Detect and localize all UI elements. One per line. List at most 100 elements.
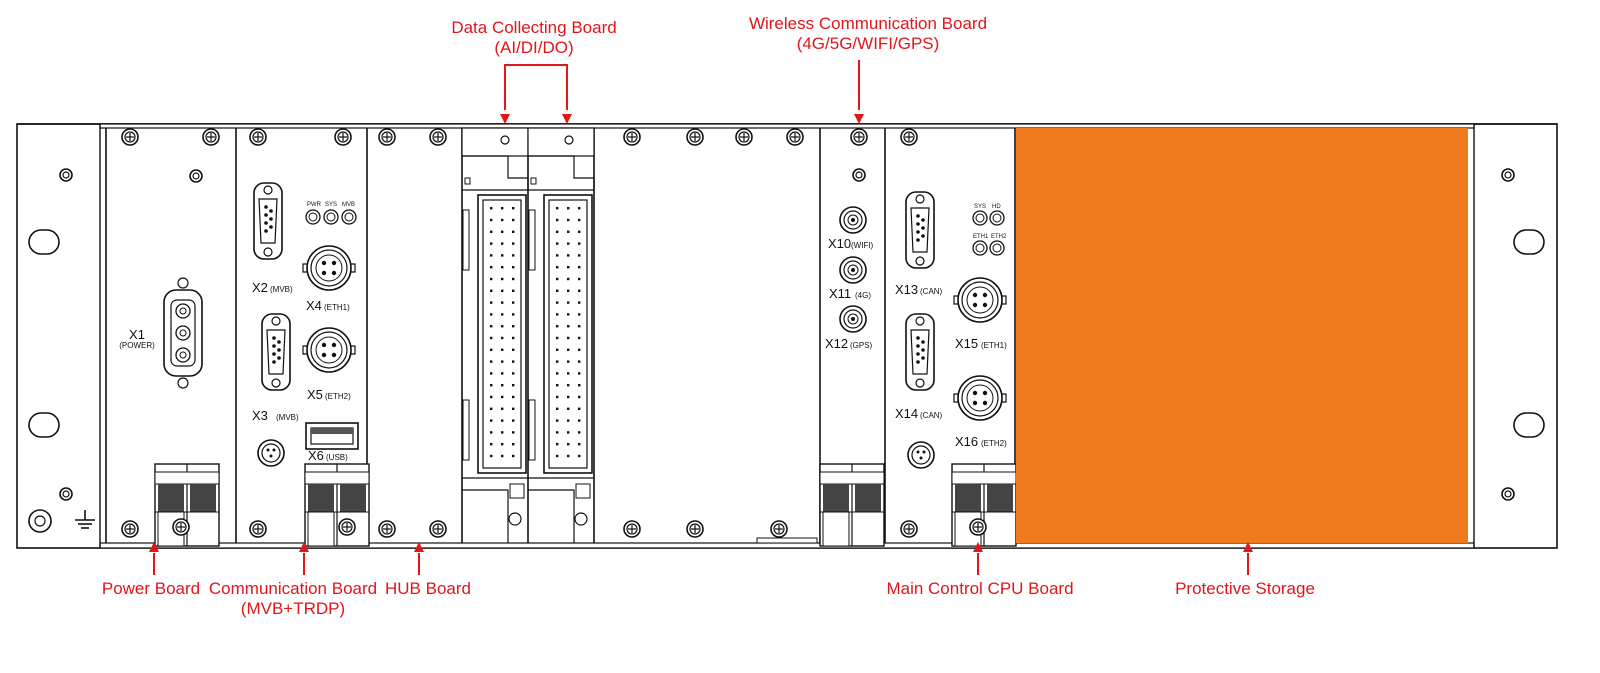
x11-label: X11 xyxy=(829,286,851,301)
connector-pin xyxy=(578,230,581,233)
cpu-eth1-led-icon xyxy=(972,240,988,256)
connector-pin xyxy=(490,289,493,292)
connector-pin xyxy=(501,431,504,434)
connector-pin xyxy=(567,218,570,222)
callout-protective-storage: Protective Storage xyxy=(1175,579,1315,599)
connector-pin xyxy=(512,419,515,422)
connector-pin xyxy=(501,384,504,387)
connector-pin xyxy=(556,454,559,458)
callout-communication-board: Communication Board (MVB+TRDP) xyxy=(209,579,377,619)
connector-pin xyxy=(556,384,559,387)
connector-pin xyxy=(490,431,493,434)
connector-pin xyxy=(501,230,504,233)
power-board-handle[interactable] xyxy=(154,463,220,547)
connector-pin xyxy=(512,395,515,399)
connector-pin xyxy=(556,443,559,446)
connector-pin xyxy=(578,372,581,375)
callout-line: Power Board xyxy=(101,579,201,598)
x15-label: X15 xyxy=(955,336,978,351)
connector-pin xyxy=(556,336,559,340)
connector-pin xyxy=(567,266,570,269)
connector-pin xyxy=(556,325,559,328)
connector-pin xyxy=(578,419,581,422)
x1-label: X1 xyxy=(129,327,145,342)
cpu-led-label-sys: SYS xyxy=(974,204,986,210)
ai-di-do-pin-grid xyxy=(556,207,581,458)
x10-wifi-antenna xyxy=(839,206,867,234)
connector-pin xyxy=(578,254,581,257)
x12-label: X12 xyxy=(825,336,848,351)
connector-pin xyxy=(556,254,559,257)
x15-sublabel: (ETH1) xyxy=(981,341,1007,350)
connector-pin xyxy=(512,431,515,434)
callout-line: Data Collecting Board xyxy=(451,18,617,37)
connector-pin xyxy=(556,207,559,210)
callout-line: HUB Board xyxy=(385,579,471,598)
connector-pin xyxy=(578,242,581,245)
connector-pin xyxy=(556,301,559,304)
connector-pin xyxy=(556,360,559,363)
x12-gps-antenna xyxy=(839,305,867,333)
connector-pin xyxy=(567,289,570,292)
cpu-led-label-eth1: ETH1 xyxy=(973,234,989,240)
connector-pin xyxy=(556,218,559,222)
cpu-hd-led-icon xyxy=(989,210,1005,226)
main-cpu-board: X13 (CAN) X14 (CAN) SYS HD ETH1 ETH2 X15… xyxy=(895,128,1017,547)
callout-line: (4G/5G/WIFI/GPS) xyxy=(796,34,940,53)
x6-sublabel: (USB) xyxy=(326,453,348,462)
x11-sublabel: (4G) xyxy=(855,291,871,300)
main-cpu-board-handle[interactable] xyxy=(951,463,1017,547)
x10-sublabel: (WIFI) xyxy=(851,241,874,250)
connector-pin xyxy=(567,454,570,458)
connector-pin xyxy=(567,277,570,281)
connector-pin xyxy=(501,313,504,316)
connector-pin xyxy=(512,384,515,387)
pwr-led-icon xyxy=(305,209,321,225)
x4-sublabel: (ETH1) xyxy=(324,303,350,312)
connector-pin xyxy=(490,384,493,387)
connector-pin xyxy=(512,360,515,363)
connector-pin xyxy=(556,348,559,351)
connector-pin xyxy=(501,419,504,422)
data-collecting-board-1 xyxy=(461,127,529,543)
mvb-led-icon xyxy=(341,209,357,225)
connector-pin xyxy=(501,348,504,351)
x3-label: X3 xyxy=(252,408,268,423)
communication-board-handle[interactable] xyxy=(304,463,370,547)
di-do-pin-grid xyxy=(490,207,515,458)
left-rack-ear xyxy=(28,168,95,533)
connector-pin xyxy=(501,277,504,281)
connector-pin xyxy=(567,407,570,410)
x3-mvb-connector xyxy=(261,313,291,391)
connector-pin xyxy=(512,407,515,410)
connector-pin xyxy=(567,395,570,399)
connector-pin xyxy=(512,325,515,328)
connector-pin xyxy=(501,407,504,410)
connector-pin xyxy=(512,266,515,269)
communication-board: X2 (MVB) PWR SYS MVB X4 (ETH1) X3 (MVB) … xyxy=(249,128,370,547)
connector-pin xyxy=(512,443,515,446)
connector-pin xyxy=(512,372,515,375)
x12-sublabel: (GPS) xyxy=(850,341,873,350)
connector-pin xyxy=(578,313,581,316)
connector-pin xyxy=(490,348,493,351)
connector-pin xyxy=(578,454,581,458)
wireless-board-handle[interactable] xyxy=(819,463,885,547)
x2-mvb-connector xyxy=(253,182,283,260)
connector-pin xyxy=(567,230,570,233)
data-collecting-board-2 xyxy=(527,127,595,543)
led-label-mvb: MVB xyxy=(342,202,355,208)
x14-sublabel: (CAN) xyxy=(920,411,943,420)
connector-pin xyxy=(578,289,581,292)
connector-pin xyxy=(490,301,493,304)
connector-pin xyxy=(490,313,493,316)
connector-pin xyxy=(501,360,504,363)
callout-line: Communication Board xyxy=(208,579,378,598)
callout-line: Protective Storage xyxy=(1175,579,1315,598)
callout-line: Main Control CPU Board xyxy=(886,579,1074,598)
x2-label: X2 xyxy=(252,280,268,295)
connector-pin xyxy=(567,207,570,210)
connector-pin xyxy=(490,230,493,233)
connector-pin xyxy=(512,336,515,340)
callout-line: (MVB+TRDP) xyxy=(240,599,346,618)
